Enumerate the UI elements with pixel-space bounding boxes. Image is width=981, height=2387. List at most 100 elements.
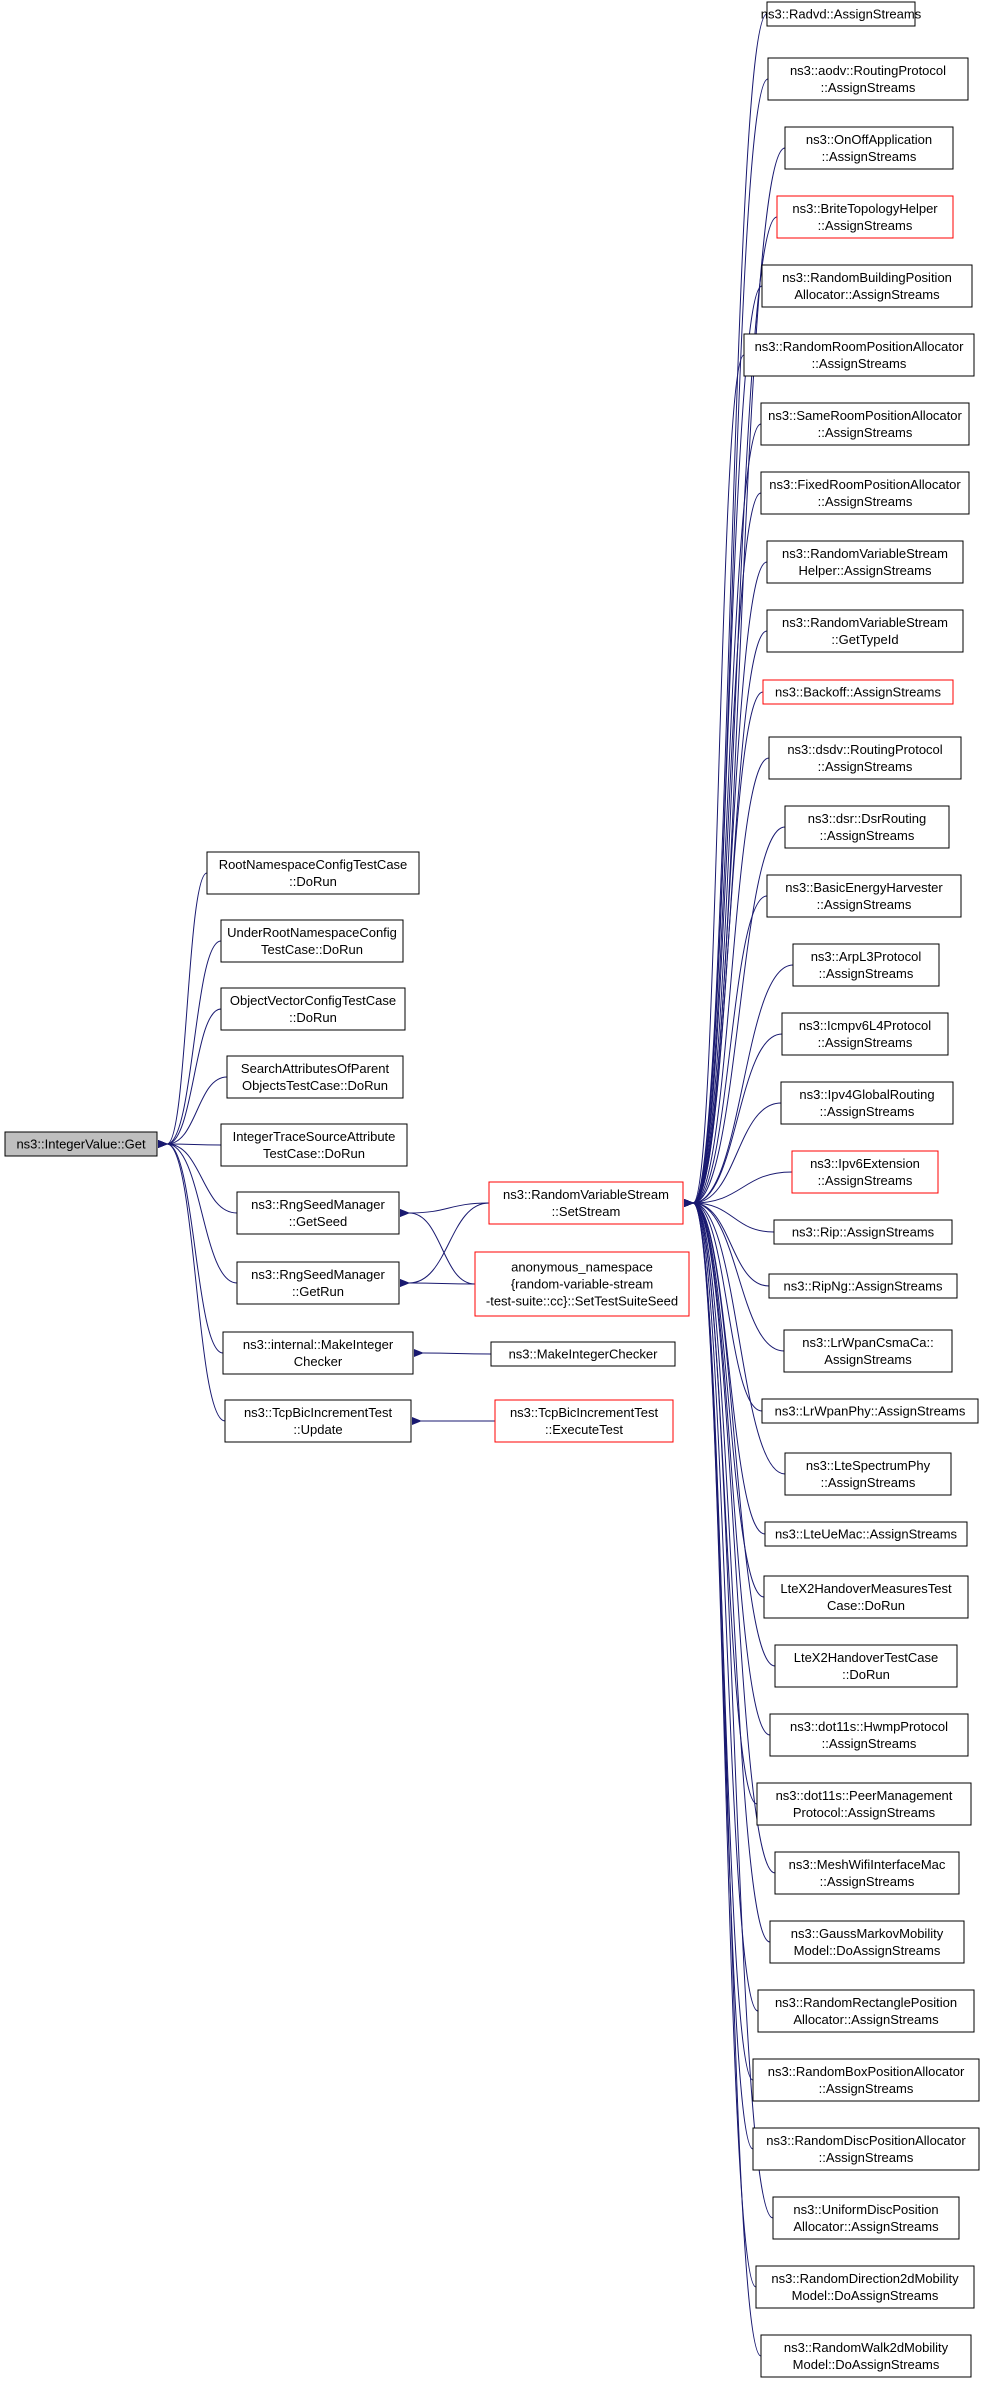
node-label-line: ns3::RandomRoomPositionAllocator bbox=[755, 339, 964, 354]
node-integertracesourceattribute-testcase-dorun[interactable]: IntegerTraceSourceAttributeTestCase::DoR… bbox=[220, 1123, 408, 1167]
node-anonymous-namespace-random-variable-stream-test-suite-cc-settestsuiteseed[interactable]: anonymous_namespace{random-variable-stre… bbox=[474, 1251, 690, 1317]
node-label-line: TestCase::DoRun bbox=[261, 942, 363, 957]
node-ns3-icmpv6l4protocol-assignstreams[interactable]: ns3::Icmpv6L4Protocol::AssignStreams bbox=[781, 1012, 949, 1056]
node-box bbox=[766, 540, 964, 584]
node-ns3-randomroompositionallocator-assignstreams[interactable]: ns3::RandomRoomPositionAllocator::Assign… bbox=[743, 333, 975, 377]
edge-ns3-rip-assignstreams-to-setstream bbox=[683, 1198, 775, 1233]
node-ns3-gaussmarkovmobility-model-doassignstreams[interactable]: ns3::GaussMarkovMobilityModel::DoAssignS… bbox=[769, 1920, 965, 1964]
edge-ns3-randombuildingposition-allocator-assignstreams-to-setstream bbox=[683, 285, 763, 1208]
node-ns3-dsr-dsrrouting-assignstreams[interactable]: ns3::dsr::DsrRouting::AssignStreams bbox=[784, 805, 950, 849]
node-ns3-lrwpancsmaca-assignstreams[interactable]: ns3::LrWpanCsmaCa::AssignStreams bbox=[783, 1329, 953, 1373]
node-ns3-randomdiscpositionallocator-assignstreams[interactable]: ns3::RandomDiscPositionAllocator::Assign… bbox=[752, 2127, 980, 2171]
node-ns3-randomvariablestream-helper-assignstreams[interactable]: ns3::RandomVariableStreamHelper::AssignS… bbox=[766, 540, 964, 584]
node-label-line: IntegerTraceSourceAttribute bbox=[233, 1129, 396, 1144]
node-ns3-arpl3protocol-assignstreams[interactable]: ns3::ArpL3Protocol::AssignStreams bbox=[792, 943, 940, 987]
node-label-line: ::AssignStreams bbox=[822, 1736, 917, 1751]
edges-layer bbox=[157, 13, 794, 2357]
node-label-line: ns3::RandomDiscPositionAllocator bbox=[766, 2133, 966, 2148]
node-ns3-backoff-assignstreams[interactable]: ns3::Backoff::AssignStreams bbox=[762, 679, 954, 705]
node-ns3-dot11s-hwmpprotocol-assignstreams[interactable]: ns3::dot11s::HwmpProtocol::AssignStreams bbox=[769, 1713, 969, 1757]
node-label-line: ns3::Radvd::AssignStreams bbox=[761, 7, 922, 22]
node-ns3-ltespectrumphy-assignstreams[interactable]: ns3::LteSpectrumPhy::AssignStreams bbox=[784, 1452, 952, 1496]
edge-ns3-randomdirection2dmobility-model-doassignstreams-to-setstream bbox=[683, 1198, 757, 2288]
node-label-line: AssignStreams bbox=[824, 1352, 912, 1367]
node-ns3-makeintegerchecker[interactable]: ns3::MakeIntegerChecker bbox=[490, 1341, 676, 1367]
node-box bbox=[760, 2334, 972, 2378]
node-ns3-ripng-assignstreams[interactable]: ns3::RipNg::AssignStreams bbox=[768, 1273, 958, 1299]
node-ns3-tcpbicincrementtest-executetest[interactable]: ns3::TcpBicIncrementTest::ExecuteTest bbox=[494, 1399, 674, 1443]
node-rootnamespaceconfigtestcase-dorun[interactable]: RootNamespaceConfigTestCase::DoRun bbox=[206, 851, 420, 895]
node-ns3-basicenergyharvester-assignstreams[interactable]: ns3::BasicEnergyHarvester::AssignStreams bbox=[766, 874, 962, 918]
node-ns3-onoffapplication-assignstreams[interactable]: ns3::OnOffApplication::AssignStreams bbox=[784, 126, 954, 170]
node-ns3-randomvariablestream-setstream[interactable]: ns3::RandomVariableStream::SetStream bbox=[488, 1181, 684, 1225]
node-ltex2handovertestcase-dorun[interactable]: LteX2HandoverTestCase::DoRun bbox=[774, 1644, 958, 1688]
node-label-line: RootNamespaceConfigTestCase bbox=[219, 857, 408, 872]
edge-ns3-icmpv6l4protocol-assignstreams-to-setstream bbox=[683, 1033, 783, 1208]
node-ns3-randomvariablestream-gettypeid[interactable]: ns3::RandomVariableStream::GetTypeId bbox=[766, 609, 964, 653]
node-label-line: ns3::RandomDirection2dMobility bbox=[771, 2271, 959, 2286]
node-ns3-randomboxpositionallocator-assignstreams[interactable]: ns3::RandomBoxPositionAllocator::AssignS… bbox=[752, 2058, 980, 2102]
node-ns3-britetopologyhelper-assignstreams[interactable]: ns3::BriteTopologyHelper::AssignStreams bbox=[776, 195, 954, 239]
node-ns3-meshwifiinterfacemac-assignstreams[interactable]: ns3::MeshWifiInterfaceMac::AssignStreams bbox=[774, 1851, 960, 1895]
node-label-line: ns3::ArpL3Protocol bbox=[811, 949, 922, 964]
node-box bbox=[220, 919, 404, 963]
edge-ns3-ipv4globalrouting-assignstreams-to-setstream bbox=[683, 1102, 782, 1208]
node-ns3-rngseedmanager-getseed[interactable]: ns3::RngSeedManager::GetSeed bbox=[236, 1191, 400, 1235]
node-ns3-integervalue-get[interactable]: ns3::IntegerValue::Get bbox=[4, 1131, 158, 1157]
node-ns3-randomdirection2dmobility-model-doassignstreams[interactable]: ns3::RandomDirection2dMobilityModel::DoA… bbox=[755, 2265, 975, 2309]
edge-underrootnamespaceconfig-testcase-dorun-to-root bbox=[157, 940, 222, 1149]
node-label-line: ns3::BriteTopologyHelper bbox=[792, 201, 938, 216]
node-ns3-internal-makeinteger-checker[interactable]: ns3::internal::MakeIntegerChecker bbox=[222, 1331, 414, 1375]
node-ns3-lteuemac-assignstreams[interactable]: ns3::LteUeMac::AssignStreams bbox=[764, 1521, 968, 1547]
node-box bbox=[781, 1012, 949, 1056]
node-box bbox=[761, 264, 973, 308]
node-ns3-randomwalk2dmobility-model-doassignstreams[interactable]: ns3::RandomWalk2dMobilityModel::DoAssign… bbox=[760, 2334, 972, 2378]
node-label-line: ns3::dsr::DsrRouting bbox=[808, 811, 927, 826]
node-label-line: ns3::RipNg::AssignStreams bbox=[784, 1279, 943, 1294]
node-box bbox=[784, 805, 950, 849]
node-label-line: ns3::MakeIntegerChecker bbox=[509, 1347, 659, 1362]
node-ns3-aodv-routingprotocol-assignstreams[interactable]: ns3::aodv::RoutingProtocol::AssignStream… bbox=[767, 57, 969, 101]
node-ns3-randombuildingposition-allocator-assignstreams[interactable]: ns3::RandomBuildingPositionAllocator::As… bbox=[761, 264, 973, 308]
node-ns3-ipv4globalrouting-assignstreams[interactable]: ns3::Ipv4GlobalRouting::AssignStreams bbox=[780, 1081, 954, 1125]
node-searchattributesofparent-objectstestcase-dorun[interactable]: SearchAttributesOfParentObjectsTestCase:… bbox=[226, 1055, 404, 1099]
node-ns3-ipv6extension-assignstreams[interactable]: ns3::Ipv6Extension::AssignStreams bbox=[791, 1150, 939, 1194]
node-label-line: Protocol::AssignStreams bbox=[793, 1805, 936, 1820]
node-ns3-rngseedmanager-getrun[interactable]: ns3::RngSeedManager::GetRun bbox=[236, 1261, 400, 1305]
edge-settestsuiteseed-to-getrun bbox=[399, 1278, 476, 1287]
edge-ns3-randomrectangleposition-allocator-assignstreams-to-setstream bbox=[683, 1198, 759, 2012]
node-label-line: ns3::LrWpanPhy::AssignStreams bbox=[775, 1404, 966, 1419]
node-box bbox=[743, 333, 975, 377]
edge-ns3-radvd-assignstreams-to-setstream bbox=[683, 13, 768, 1208]
node-ns3-dot11s-peermanagement-protocol-assignstreams[interactable]: ns3::dot11s::PeerManagementProtocol::Ass… bbox=[756, 1782, 972, 1826]
node-label-line: ns3::RandomWalk2dMobility bbox=[784, 2340, 949, 2355]
node-ns3-rip-assignstreams[interactable]: ns3::Rip::AssignStreams bbox=[773, 1219, 953, 1245]
node-ns3-fixedroompositionallocator-assignstreams[interactable]: ns3::FixedRoomPositionAllocator::AssignS… bbox=[760, 471, 970, 515]
node-objectvectorconfigtestcase-dorun[interactable]: ObjectVectorConfigTestCase::DoRun bbox=[220, 987, 406, 1031]
node-ns3-tcpbicincrementtest-update[interactable]: ns3::TcpBicIncrementTest::Update bbox=[224, 1399, 412, 1443]
edge-ns3-rngseedmanager-getrun-to-root bbox=[157, 1139, 238, 1284]
node-label-line: ns3::GaussMarkovMobility bbox=[791, 1926, 944, 1941]
node-box bbox=[756, 1782, 972, 1826]
node-ns3-sameroompositionallocator-assignstreams[interactable]: ns3::SameRoomPositionAllocator::AssignSt… bbox=[760, 402, 970, 446]
node-label-line: ns3::dsdv::RoutingProtocol bbox=[787, 742, 942, 757]
edge-ns3-ipv6extension-assignstreams-to-setstream bbox=[683, 1171, 793, 1208]
edge-ns3-dsr-dsrrouting-assignstreams-to-setstream bbox=[683, 826, 786, 1208]
node-ns3-uniformdiscposition-allocator-assignstreams[interactable]: ns3::UniformDiscPositionAllocator::Assig… bbox=[772, 2196, 960, 2240]
node-box bbox=[474, 1251, 690, 1317]
node-ns3-dsdv-routingprotocol-assignstreams[interactable]: ns3::dsdv::RoutingProtocol::AssignStream… bbox=[768, 736, 962, 780]
node-label-line: Allocator::AssignStreams bbox=[793, 2219, 939, 2234]
node-label-line: ns3::LteSpectrumPhy bbox=[806, 1458, 931, 1473]
node-ns3-randomrectangleposition-allocator-assignstreams[interactable]: ns3::RandomRectanglePositionAllocator::A… bbox=[757, 1989, 975, 2033]
node-label-line: Allocator::AssignStreams bbox=[793, 2012, 939, 2027]
node-label-line: {random-variable-stream bbox=[511, 1277, 653, 1292]
edge-ns3-dsdv-routingprotocol-assignstreams-to-setstream bbox=[683, 757, 770, 1208]
node-label-line: ::AssignStreams bbox=[818, 218, 913, 233]
node-label-line: ::DoRun bbox=[289, 1010, 337, 1025]
node-ns3-radvd-assignstreams[interactable]: ns3::Radvd::AssignStreams bbox=[761, 1, 922, 27]
node-label-line: ::Update bbox=[293, 1422, 342, 1437]
node-label-line: ns3::RngSeedManager bbox=[251, 1197, 385, 1212]
node-ns3-lrwpanphy-assignstreams[interactable]: ns3::LrWpanPhy::AssignStreams bbox=[761, 1398, 979, 1424]
